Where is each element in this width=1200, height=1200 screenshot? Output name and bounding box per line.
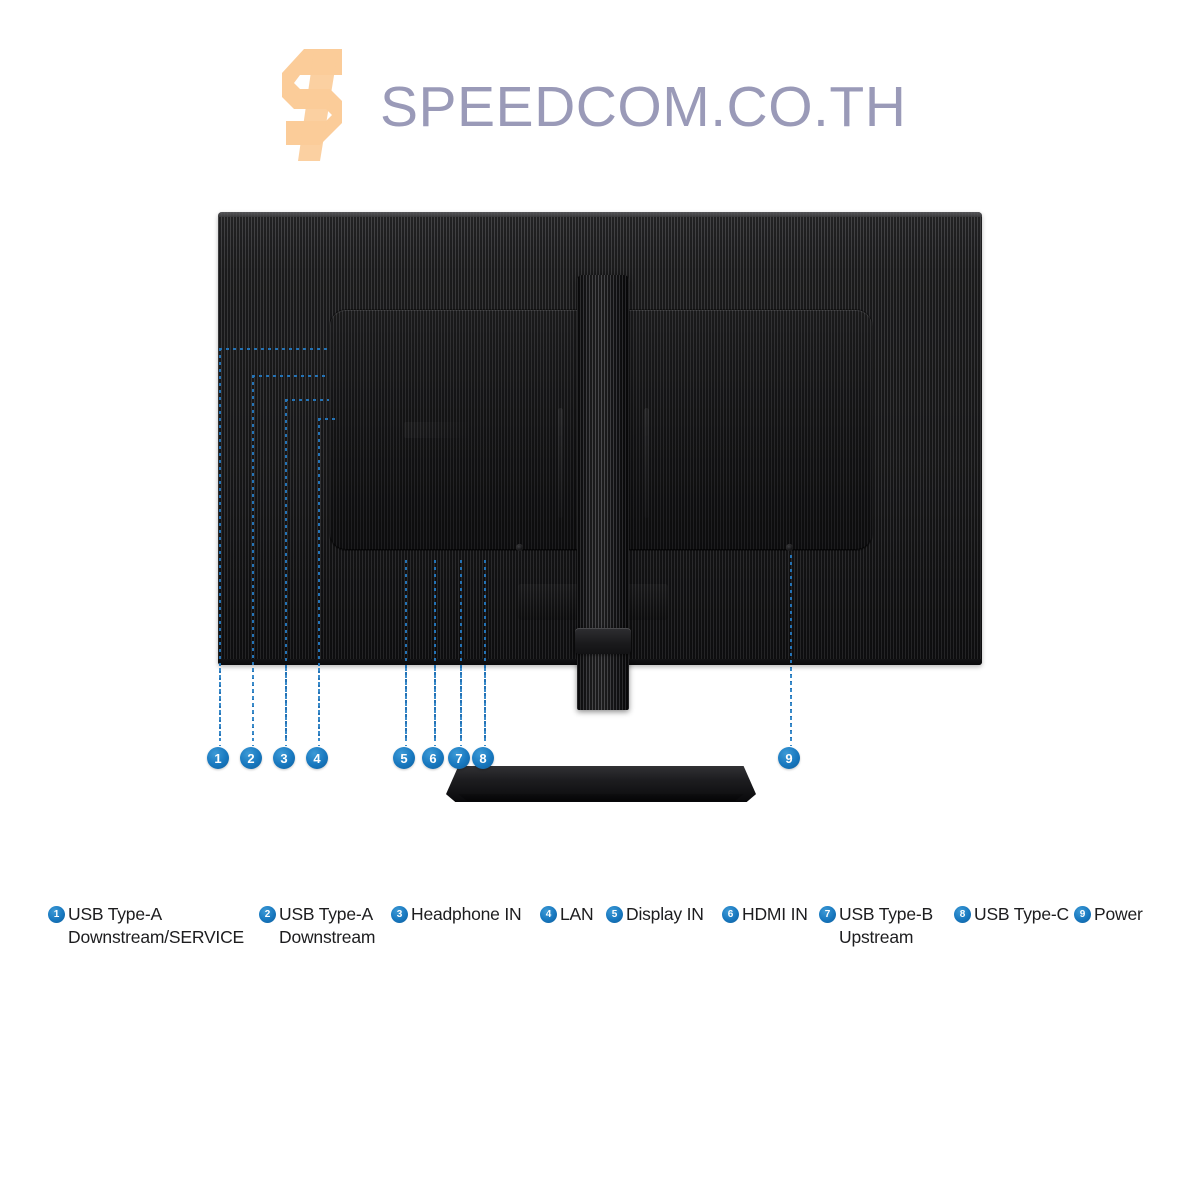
legend-label-3: Headphone IN bbox=[411, 904, 522, 924]
legend-badge-9: 9 bbox=[1074, 906, 1091, 923]
leader-line-5 bbox=[405, 560, 407, 738]
stand-cable-clip bbox=[575, 628, 631, 654]
leader-line-4-horizontal bbox=[318, 418, 336, 420]
callout-marker-3[interactable]: 3 bbox=[273, 747, 295, 769]
leader-line-1-tail bbox=[219, 668, 221, 746]
legend-badge-4: 4 bbox=[540, 906, 557, 923]
leader-line-1-horizontal bbox=[219, 348, 327, 350]
leader-line-9-tail bbox=[790, 668, 792, 746]
monitor-brand-emboss bbox=[404, 422, 474, 438]
leader-line-7 bbox=[460, 560, 462, 738]
legend-label-4: LAN bbox=[560, 904, 594, 924]
brand-wordmark: SPEEDCOM.CO.TH bbox=[380, 74, 907, 139]
leader-line-4-vertical bbox=[318, 418, 320, 738]
panel-screw-left bbox=[516, 544, 523, 551]
callout-marker-2[interactable]: 2 bbox=[240, 747, 262, 769]
leader-line-6 bbox=[434, 560, 436, 738]
callout-marker-7[interactable]: 7 bbox=[448, 747, 470, 769]
leader-line-5-tail bbox=[405, 668, 407, 746]
leader-line-8-tail bbox=[484, 668, 486, 746]
leader-line-3-horizontal bbox=[285, 399, 329, 401]
leader-line-3-vertical bbox=[285, 399, 287, 738]
legend-badge-8: 8 bbox=[954, 906, 971, 923]
legend-badge-7: 7 bbox=[819, 906, 836, 923]
callout-marker-1[interactable]: 1 bbox=[207, 747, 229, 769]
panel-screw-right bbox=[786, 544, 793, 551]
legend-label-5: Display IN bbox=[626, 904, 704, 924]
callout-marker-9[interactable]: 9 bbox=[778, 747, 800, 769]
legend-label-1: USB Type-A Downstream/SERVICE bbox=[68, 904, 244, 948]
legend-label-2: USB Type-A Downstream bbox=[279, 904, 376, 948]
leader-line-6-tail bbox=[434, 668, 436, 746]
monitor-top-edge bbox=[218, 212, 982, 217]
leader-line-1-vertical bbox=[219, 348, 221, 738]
legend-label-6: HDMI IN bbox=[742, 904, 808, 924]
legend-badge-6: 6 bbox=[722, 906, 739, 923]
legend-badge-2: 2 bbox=[259, 906, 276, 923]
legend-label-7: USB Type-B Upstream bbox=[839, 904, 933, 948]
leader-line-2-horizontal bbox=[252, 375, 329, 377]
leader-line-4-tail bbox=[318, 668, 320, 746]
leader-line-7-tail bbox=[460, 668, 462, 746]
legend-badge-1: 1 bbox=[48, 906, 65, 923]
stand-base-lip bbox=[457, 794, 745, 801]
leader-line-2-vertical bbox=[252, 375, 254, 738]
stand-shoulder-slot-right bbox=[644, 408, 649, 518]
callout-marker-5[interactable]: 5 bbox=[393, 747, 415, 769]
leader-line-9 bbox=[790, 555, 792, 738]
stand-shoulder-slot-left bbox=[558, 408, 563, 518]
brand-header: SPEEDCOM.CO.TH bbox=[280, 40, 980, 170]
legend-badge-5: 5 bbox=[606, 906, 623, 923]
callout-marker-6[interactable]: 6 bbox=[422, 747, 444, 769]
product-illustration bbox=[0, 190, 1200, 840]
legend-label-9: Power bbox=[1094, 904, 1143, 924]
callout-marker-8[interactable]: 8 bbox=[472, 747, 494, 769]
legend-label-8: USB Type-C bbox=[974, 904, 1069, 924]
legend-badge-3: 3 bbox=[391, 906, 408, 923]
callout-marker-4[interactable]: 4 bbox=[306, 747, 328, 769]
leader-line-2-tail bbox=[252, 668, 254, 746]
leader-line-3-tail bbox=[285, 668, 287, 746]
speedcom-s-logo-icon bbox=[280, 47, 358, 163]
leader-line-8 bbox=[484, 560, 486, 738]
